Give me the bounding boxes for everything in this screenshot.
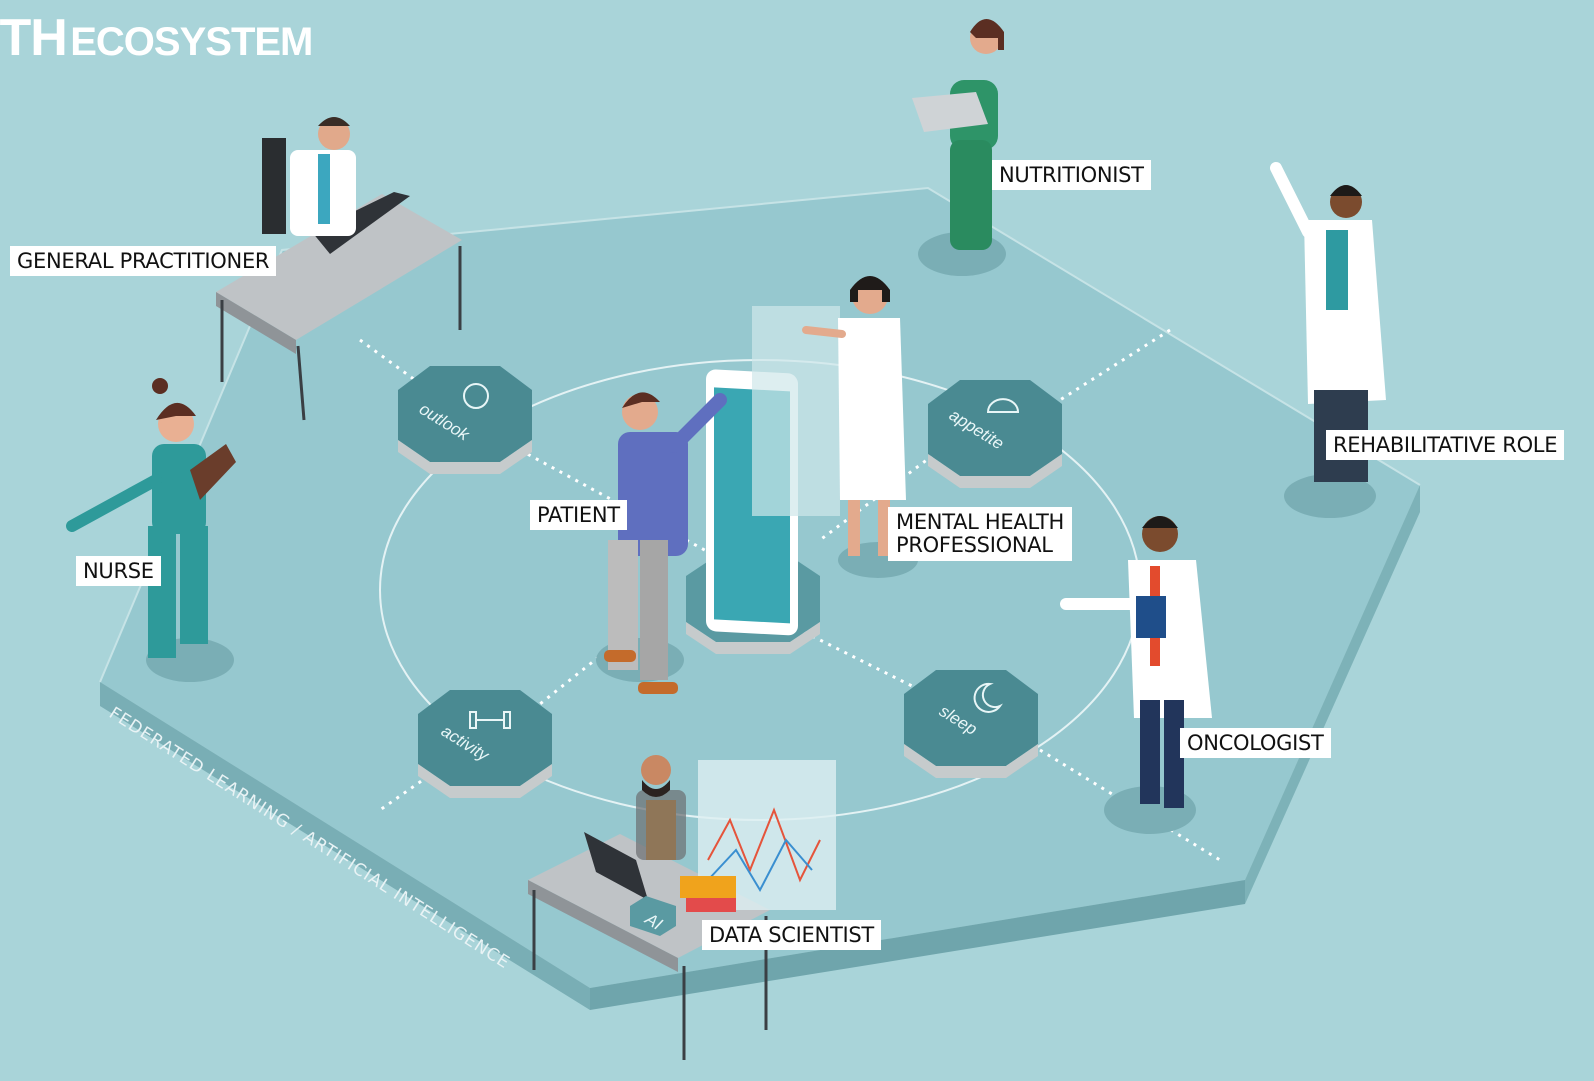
label-mental-health-line2: PROFESSIONAL bbox=[896, 533, 1053, 557]
title-part2: ECOSYSTEM bbox=[70, 20, 313, 64]
page-title: ITH ECOSYSTEM bbox=[0, 8, 313, 68]
ds-desk: AI bbox=[528, 755, 836, 1060]
dumbbell-icon bbox=[469, 711, 511, 729]
ai-tablet bbox=[706, 306, 840, 636]
gp-desk bbox=[216, 117, 462, 421]
hex-sleep: sleep bbox=[904, 670, 1038, 778]
label-general-practitioner: GENERAL PRACTITIONER bbox=[10, 246, 277, 276]
label-nurse: NURSE bbox=[76, 556, 161, 586]
cloche-icon bbox=[986, 398, 1020, 413]
smile-icon bbox=[463, 383, 489, 409]
hex-appetite: appetite bbox=[928, 380, 1062, 488]
nurse-figure bbox=[66, 378, 236, 682]
label-data-scientist: DATA SCIENTIST bbox=[702, 920, 881, 950]
hex-outlook: outlook bbox=[398, 366, 532, 474]
nutritionist-figure bbox=[912, 19, 1006, 276]
label-rehabilitative-role: REHABILITATIVE ROLE bbox=[1326, 430, 1565, 460]
label-mental-health-line1: MENTAL HEALTH bbox=[896, 510, 1064, 534]
label-oncologist: ONCOLOGIST bbox=[1180, 728, 1331, 758]
label-nutritionist: NUTRITIONIST bbox=[992, 160, 1151, 190]
label-patient: PATIENT bbox=[530, 500, 627, 530]
patient-figure bbox=[596, 392, 727, 694]
moon-icon bbox=[973, 682, 1003, 713]
title-part1: ITH bbox=[0, 9, 68, 67]
oncologist-figure bbox=[1060, 516, 1212, 834]
label-mental-health-professional: MENTAL HEALTH PROFESSIONAL bbox=[888, 507, 1072, 561]
hex-activity: activity bbox=[418, 690, 552, 798]
